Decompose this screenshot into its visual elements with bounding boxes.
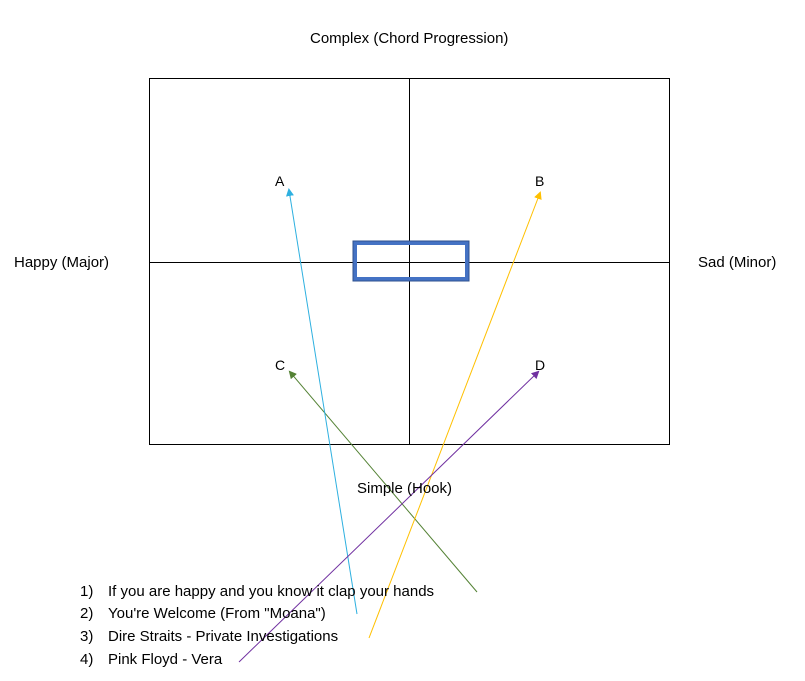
song-number: 3) [80,628,94,645]
axis-label-left: Happy (Major) [14,254,110,271]
quadrant-label-b: B [535,173,545,189]
arrow-song-4 [238,370,540,663]
arrow-song-3 [368,191,542,639]
song-number: 1) [80,583,94,600]
center-box-outline [352,240,470,282]
axis-label-top: Complex (Chord Progression) [310,30,509,47]
arrow-song-2 [286,188,358,615]
song-title: Dire Straits - Private Investigations [108,628,339,645]
arrow-song-1 [288,370,478,593]
song-list-item-3: 3) Dire Straits - Private Investigations [80,628,338,646]
song-title: If you are happy and you know it clap yo… [108,583,435,600]
song-title: You're Welcome (From "Moana") [108,605,326,622]
axis-label-right: Sad (Minor) [698,254,777,271]
song-title: Pink Floyd - Vera [108,651,223,668]
axis-label-bottom: Simple (Hook) [357,480,453,497]
quadrant-label-a: A [275,173,285,189]
quadrant-label-d: D [535,357,546,373]
quadrant-label-c: C [275,357,286,373]
center-box [353,241,469,281]
song-list-item-4: 4) Pink Floyd - Vera [80,651,222,669]
song-list-item-1: 1) If you are happy and you know it clap … [80,583,434,601]
song-number: 2) [80,605,94,622]
song-number: 4) [80,651,94,668]
song-list-item-2: 2) You're Welcome (From "Moana") [80,605,326,623]
